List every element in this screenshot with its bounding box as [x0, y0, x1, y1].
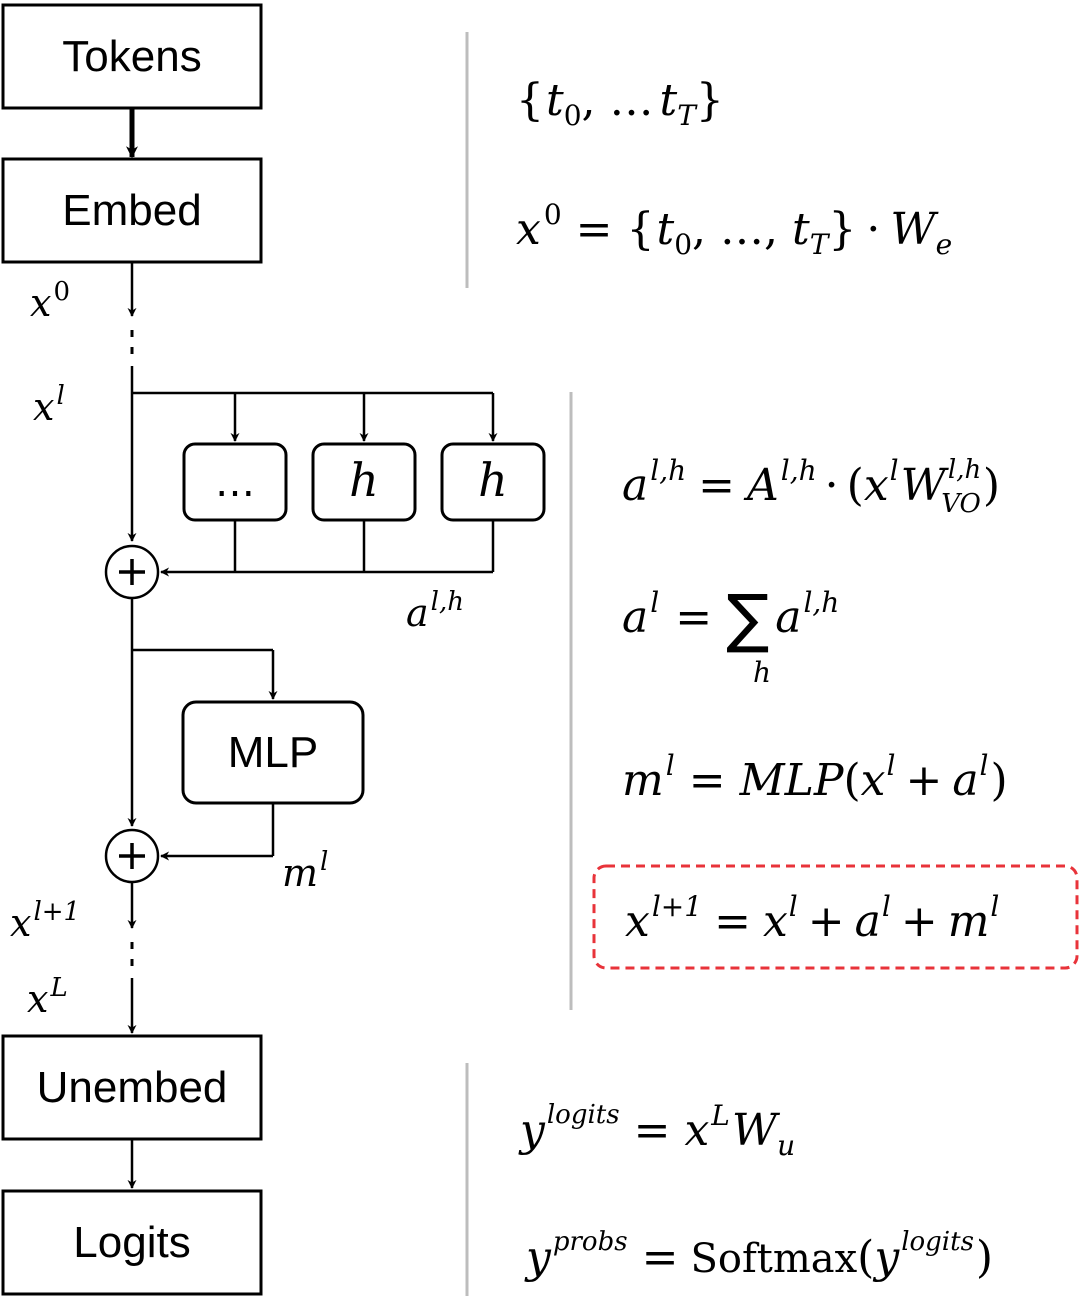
head-ellipsis-box: … [182, 442, 288, 522]
tokens-label: Tokens [62, 32, 201, 81]
label-alh: al,h [406, 587, 464, 635]
mlp-label: MLP [228, 728, 318, 777]
equation-unembed: ylogits=xLWu [518, 1099, 795, 1162]
head-merge [160, 520, 495, 577]
label-xL: xL [27, 973, 68, 1021]
equation-residual: xl+1=xl+al+ml [625, 890, 999, 947]
logits-box: Logits [1, 1189, 263, 1296]
head-box-2: h [440, 442, 546, 522]
label-xl: xl [33, 381, 65, 429]
equation-mlp: ml=MLP(xl+al) [622, 749, 1008, 806]
equation-tokens: {t0, …tT} [516, 75, 724, 132]
equation-softmax: yprobs=Softmax(ylogits) [524, 1227, 993, 1283]
label-xl1: xl+1 [10, 897, 80, 945]
unembed-box: Unembed [1, 1034, 263, 1141]
tokens-box: Tokens [1, 3, 263, 110]
head-1-label: h [349, 453, 379, 507]
add-node-mlp [104, 828, 160, 884]
residual-highlight-box [592, 864, 1079, 970]
logits-label: Logits [73, 1218, 190, 1267]
embed-box: Embed [1, 157, 263, 264]
head-branch [132, 391, 498, 442]
equation-attention-sum-index: h [753, 656, 771, 689]
equation-attention-sum: al=∑al,h [622, 582, 839, 656]
head-2-label: h [478, 453, 508, 507]
head-box-1: h [311, 442, 417, 522]
add-node-attention [104, 544, 160, 600]
head-ellipsis-label: … [215, 460, 255, 506]
mlp-merge [160, 803, 275, 861]
unembed-label: Unembed [37, 1063, 228, 1112]
label-ml: ml [282, 847, 328, 895]
label-x0: x0 [30, 277, 70, 325]
mlp-box: MLP [181, 700, 365, 805]
mlp-branch [132, 648, 278, 700]
embed-label: Embed [62, 186, 201, 235]
